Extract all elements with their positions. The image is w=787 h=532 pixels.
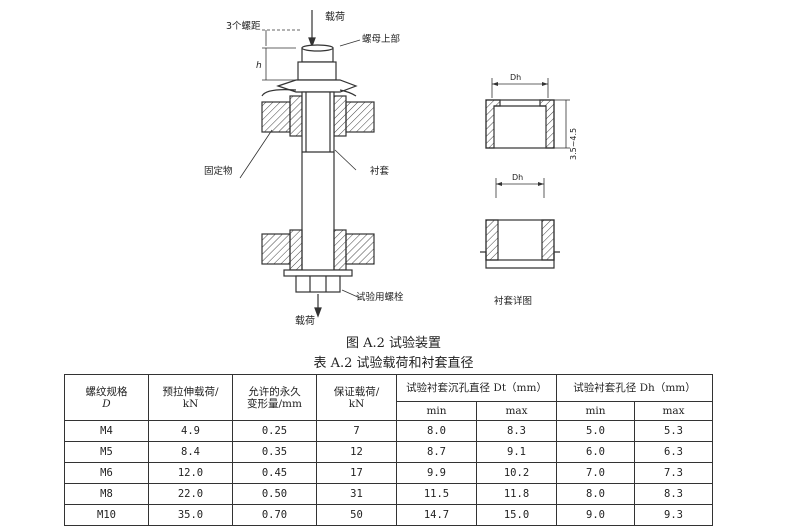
cell: 7.3 xyxy=(634,462,714,484)
cell: 0.25 xyxy=(232,420,317,442)
table-caption: 表 A.2 试验载荷和衬套直径 xyxy=(313,356,474,371)
cell: 4.9 xyxy=(148,420,233,442)
cell: 5.3 xyxy=(634,420,714,442)
col-deformation: 允许的永久变形量/mm xyxy=(232,374,317,421)
cell: 8.3 xyxy=(634,483,714,505)
cell: 8.0 xyxy=(396,420,477,442)
col-proof-load: 保证载荷/kN xyxy=(316,374,397,421)
cell: 22.0 xyxy=(148,483,233,505)
cell: 12 xyxy=(316,441,397,463)
cell: 8.0 xyxy=(556,483,636,505)
fixture-label: 固定物 xyxy=(204,165,233,177)
col-min: min xyxy=(396,401,477,421)
cell: 35.0 xyxy=(148,504,233,526)
cell: 10.2 xyxy=(475,462,558,484)
cell: 0.70 xyxy=(232,504,317,526)
col-max: max xyxy=(475,401,558,421)
cell: 6.0 xyxy=(556,441,636,463)
cell: 12.0 xyxy=(148,462,233,484)
cell: 7 xyxy=(316,420,397,442)
cell: M4 xyxy=(64,420,149,442)
cell: 14.7 xyxy=(396,504,477,526)
bushing-detail-lower xyxy=(480,178,560,269)
load-bottom-label: 载荷 xyxy=(295,315,315,327)
test-bolt-label: 试验用螺栓 xyxy=(356,291,404,303)
load-top-label: 载荷 xyxy=(325,11,345,23)
bushing-detail-upper xyxy=(485,78,570,149)
bushing-detail-label: 衬套详图 xyxy=(494,295,532,307)
cell: 8.4 xyxy=(148,441,233,463)
col-preload: 预拉伸载荷/kN xyxy=(148,374,233,421)
cell: 0.45 xyxy=(232,462,317,484)
cell: 8.7 xyxy=(396,441,477,463)
col-min: min xyxy=(556,401,636,421)
cell: 11.5 xyxy=(396,483,477,505)
height-range-label: 3.5~4.5 xyxy=(569,128,578,160)
cell: M10 xyxy=(64,504,149,526)
cell: 8.3 xyxy=(475,420,558,442)
dh-upper-label: Dh xyxy=(510,73,521,82)
cell: 9.3 xyxy=(634,504,714,526)
dh-lower-label: Dh xyxy=(512,173,523,182)
cell: 11.8 xyxy=(475,483,558,505)
cell: 0.35 xyxy=(232,441,317,463)
col-hole: 试验衬套孔径 Dh（mm） xyxy=(556,374,714,402)
cell: 5.0 xyxy=(556,420,636,442)
cell: 0.50 xyxy=(232,483,317,505)
bolt-assembly-drawing xyxy=(239,10,375,318)
figure-caption: 图 A.2 试验装置 xyxy=(345,336,442,351)
three-pitches-label: 3个螺距 xyxy=(226,21,261,32)
cell: M8 xyxy=(64,483,149,505)
cell: 9.1 xyxy=(475,441,558,463)
cell: 50 xyxy=(316,504,397,526)
bushing-label: 衬套 xyxy=(370,165,390,177)
col-max: max xyxy=(634,401,714,421)
cell: M5 xyxy=(64,441,149,463)
cell: M6 xyxy=(64,462,149,484)
h-symbol-label: h xyxy=(256,61,262,71)
cell: 31 xyxy=(316,483,397,505)
cell: 9.0 xyxy=(556,504,636,526)
nut-upper-label: 螺母上部 xyxy=(362,33,400,45)
test-device-figure: 载荷 3个螺距 螺母上部 h 固定物 衬套 试验用螺栓 载荷 Dh 3.5~4.… xyxy=(204,10,578,327)
cell: 7.0 xyxy=(556,462,636,484)
col-counterbore: 试验衬套沉孔直径 Dt（mm） xyxy=(395,374,558,402)
cell: 17 xyxy=(316,462,397,484)
cell: 15.0 xyxy=(475,504,558,526)
cell: 9.9 xyxy=(396,462,477,484)
cell: 6.3 xyxy=(634,441,714,463)
